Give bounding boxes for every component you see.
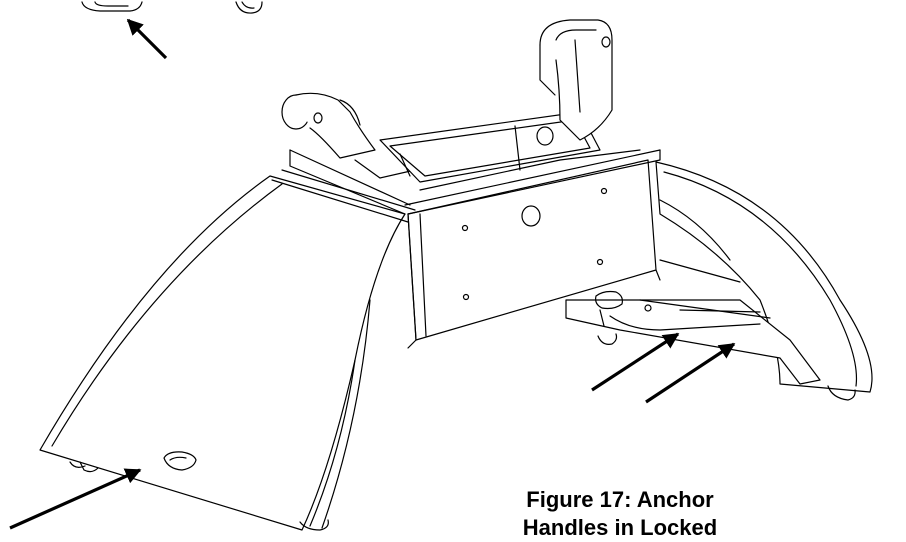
figure-caption-line1: Figure 17: Anchor: [526, 487, 714, 512]
figure-caption: Figure 17: Anchor Handles in Locked: [470, 486, 770, 542]
handle-left: [281, 92, 376, 159]
arrow-right-a: [591, 332, 680, 392]
arrow-right-b: [645, 342, 736, 404]
callout-arrows: [9, 18, 736, 530]
right-leg: [655, 161, 873, 401]
arrow-bottom-left: [9, 468, 142, 530]
top-opening: [379, 111, 601, 183]
right-base-mechanism: [565, 259, 821, 385]
left-leg: [39, 169, 416, 531]
figure-caption-line2: Handles in Locked: [522, 515, 718, 540]
center-housing: [289, 149, 661, 349]
anchor-handle-detached: [81, 1, 263, 14]
arrow-top-left: [126, 18, 168, 60]
handle-right: [539, 19, 613, 141]
